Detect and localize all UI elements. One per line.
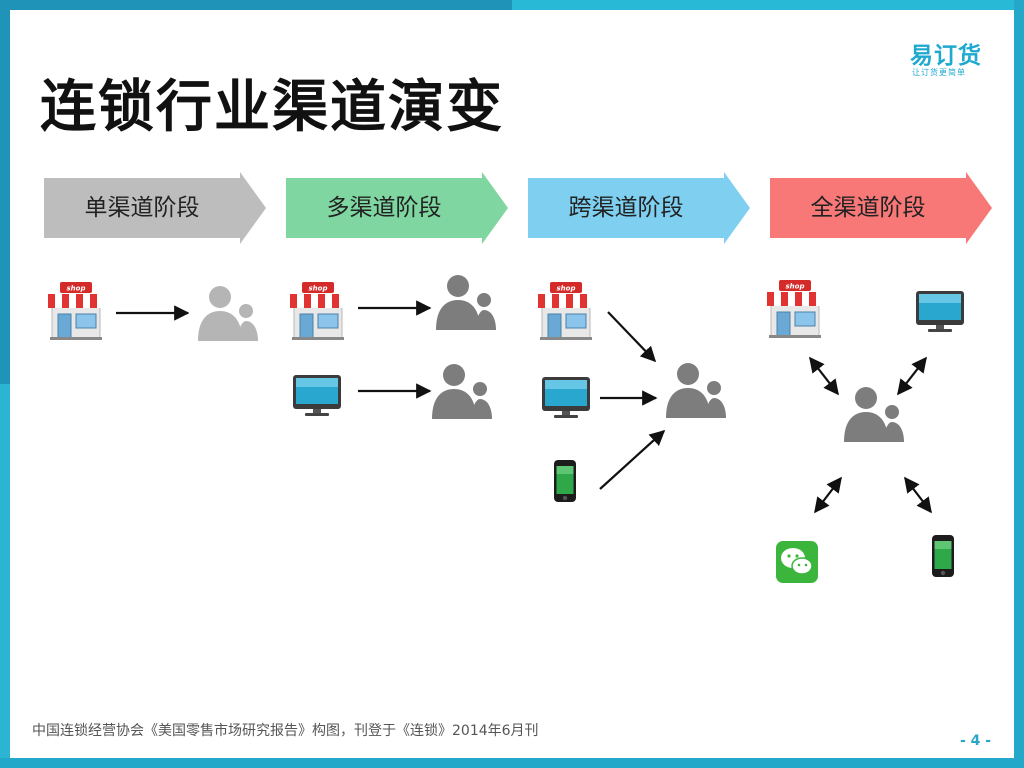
smartphone-icon	[554, 460, 576, 502]
shop-icon	[47, 281, 105, 341]
logo-text: 易订货	[910, 43, 982, 69]
source-note: 中国连锁经营协会《美国零售市场研究报告》构图，刊登于《连锁》2014年6月刊	[32, 723, 539, 739]
slide: 连锁行业渠道演变 易订货 让订货更简单 单渠道阶段 多渠道阶段 跨渠道阶段 全渠…	[10, 10, 1014, 758]
channel-diagram: shop	[47, 275, 964, 584]
stage-label: 单渠道阶段	[84, 195, 200, 221]
shop-icon	[289, 281, 347, 341]
stage-cross-channel: 跨渠道阶段	[528, 172, 750, 244]
frame-left	[0, 0, 10, 768]
stage-single-channel: 单渠道阶段	[44, 172, 266, 244]
arrow	[599, 429, 666, 490]
customer-group-icon	[436, 275, 496, 330]
logo-slogan: 让订货更简单	[912, 68, 966, 77]
page-number: - 4 -	[960, 733, 992, 749]
computer-monitor-icon	[293, 375, 341, 416]
computer-monitor-icon	[542, 377, 590, 418]
stage-label: 跨渠道阶段	[568, 195, 684, 221]
stage-label: 多渠道阶段	[326, 195, 442, 221]
computer-monitor-icon	[916, 291, 964, 332]
stage-arrow-shape	[44, 172, 266, 244]
frame-top	[0, 0, 1024, 10]
double-arrow	[897, 356, 927, 396]
shop-icon	[537, 281, 595, 341]
slide-title: 连锁行业渠道演变	[40, 75, 504, 140]
frame-right	[1014, 0, 1024, 768]
double-arrow	[809, 356, 839, 396]
stage-arrow-shape	[770, 172, 992, 244]
stage-arrow-shape	[286, 172, 508, 244]
stage-multi-channel: 多渠道阶段	[286, 172, 508, 244]
customer-group-icon	[844, 387, 904, 442]
stage-arrow-shape	[528, 172, 750, 244]
shop-icon	[766, 279, 824, 339]
double-arrow	[904, 476, 932, 514]
double-arrow	[814, 476, 842, 514]
customer-group-icon	[432, 364, 492, 419]
brand-logo: 易订货 让订货更简单	[910, 36, 1010, 86]
customer-group-icon	[666, 363, 726, 418]
arrow	[607, 311, 657, 363]
wechat-icon	[775, 540, 819, 584]
stage-label: 全渠道阶段	[810, 195, 926, 221]
stage-omni-channel: 全渠道阶段	[770, 172, 992, 244]
smartphone-icon	[932, 535, 954, 577]
customer-group-icon	[198, 286, 258, 341]
frame-bottom	[0, 758, 1024, 768]
